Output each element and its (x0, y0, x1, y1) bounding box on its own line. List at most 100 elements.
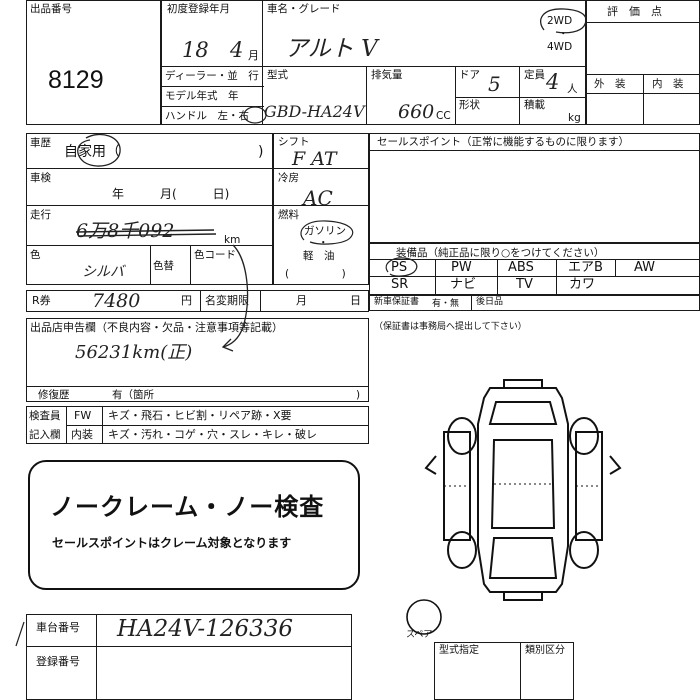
handle-right-circle (243, 106, 267, 124)
equipment-label: 装備品（純正品に限り○をつけてください） (396, 247, 605, 259)
capacity-unit: 人 (567, 83, 578, 95)
checker-fw-text: キズ・飛石・ヒビ割・リペア跡・X要 (108, 409, 292, 422)
first-registration-month-unit: 月 (248, 49, 259, 62)
equip-ps: PS (391, 260, 408, 275)
capacity-value: 4 (546, 70, 560, 94)
lot-number: 8129 (48, 66, 104, 94)
remarks-label: 出品店申告欄（不良内容・欠品・注意事項等記載） (30, 321, 283, 334)
equip-aw: AW (634, 260, 656, 275)
equip-leather: カワ (569, 277, 596, 292)
doors-label: ドア (459, 69, 480, 81)
color-repaint-label: 色替 (153, 260, 174, 272)
equip-pw: PW (451, 260, 472, 275)
color-value: シルバ (82, 264, 124, 280)
fuel-gasoline: ガソリン (304, 225, 346, 237)
displacement-label: 排気量 (371, 69, 403, 81)
no-claim-subtitle: セールスポイントはクレーム対象となります (52, 536, 292, 550)
recycle-box (26, 290, 369, 312)
history-box (26, 133, 273, 285)
checker-label-2: 記入欄 (29, 429, 61, 441)
shift-fuel-box (273, 133, 369, 285)
equip-sr: SR (391, 277, 409, 292)
mileage-label: 走行 (30, 209, 51, 221)
equip-airbag: エアB (568, 260, 603, 275)
warranty-label: 新車保証書 (374, 297, 420, 307)
name-change-deadline-label: 名変期限 (205, 294, 249, 307)
mileage-strike (75, 229, 217, 237)
history-label: 車歴 (30, 137, 51, 149)
spare-tire-icon (406, 599, 442, 635)
color-label: 色 (30, 249, 41, 261)
car-damage-diagram (424, 379, 622, 601)
first-registration-label: 初度登録年月 (167, 3, 230, 15)
remarks-arrow (221, 244, 249, 352)
checker-interior: 内装 (71, 428, 93, 441)
inspection-label: 車検 (30, 172, 51, 184)
no-claim-title: ノークレーム・ノー検査 (50, 493, 325, 521)
deadline-day: 日 (350, 294, 361, 307)
shape-label: 形状 (459, 99, 480, 111)
recycle-unit: 円 (181, 294, 192, 307)
lot-number-box (26, 0, 161, 125)
deadline-month: 月 (296, 294, 307, 307)
ps-circle (385, 257, 418, 277)
inspection-fields: 年 月( 日) (112, 187, 230, 201)
type-spec-label: 型式指定 (439, 645, 479, 656)
gasoline-circle (300, 220, 354, 245)
doors-value: 5 (488, 72, 501, 96)
mileage-unit: km (224, 234, 241, 246)
shift-value: F AT (292, 148, 337, 170)
ac-label: 冷房 (278, 172, 299, 184)
checker-label-1: 検査員 (29, 410, 61, 422)
dealer-label: ディーラー・並 行 (165, 70, 259, 82)
fuel-paren: ( ) (285, 268, 346, 280)
chassis-label: 車台番号 (36, 621, 80, 634)
checker-interior-text: キズ・汚れ・コゲ・穴・スレ・キレ・破レ (108, 428, 317, 441)
displacement-unit: CC (436, 110, 451, 122)
equip-navi: ナビ (450, 277, 477, 292)
first-registration-year: 18 (182, 38, 209, 62)
chassis-pen-mark (15, 621, 25, 647)
type-value: GBD-HA24V (264, 102, 365, 121)
equip-abs: ABS (508, 260, 534, 275)
exterior-label: 外 装 (594, 78, 626, 90)
remarks-value: 56231km(正) (75, 342, 193, 363)
drive-2wd-circle (540, 8, 587, 34)
history-close: ) (258, 144, 264, 160)
capacity-label: 定員 (524, 69, 545, 81)
selling-points-label: セールスポイント（正常に機能するものに限ります） (377, 136, 629, 148)
load-label: 積載 (524, 99, 545, 111)
recycle-label: R券 (32, 294, 51, 307)
warranty-note: （保証書は事務局へ提出して下さい） (374, 322, 527, 332)
interior-label: 内 装 (652, 78, 684, 90)
load-unit: kg (568, 112, 581, 124)
car-name: アルト V (285, 36, 378, 62)
drive-2wd: 2WD (547, 15, 573, 27)
private-use-circle (77, 133, 121, 167)
fuel-light-oil: 軽 油 (303, 250, 335, 262)
fuel-label: 燃料 (278, 209, 299, 221)
repair-history-close: ) (356, 389, 361, 401)
handle-label: ハンドル 左・右 (165, 110, 249, 122)
model-year-label: モデル年式 年 (165, 90, 239, 102)
class-label: 類別区分 (525, 645, 565, 656)
evaluation-label: 評 価 点 (607, 5, 662, 18)
first-registration-month: 4 (230, 38, 244, 62)
registration-label: 登録番号 (36, 655, 80, 668)
car-name-label: 車名・グレード (267, 3, 341, 15)
shift-label: シフト (278, 136, 310, 148)
color-code-label: 色コード (194, 249, 236, 261)
repair-history-value: 有（箇所 (112, 389, 154, 401)
no-claim-stamp (28, 460, 360, 590)
equip-tv: TV (516, 277, 533, 292)
displacement-value: 660 (398, 101, 435, 123)
repair-history-label: 修復歴 (38, 389, 70, 401)
warranty-later-label: 後日品 (476, 297, 504, 307)
chassis-value: HA24V-126336 (117, 616, 294, 642)
recycle-value: 7480 (92, 290, 141, 312)
remarks-box (26, 318, 369, 402)
spare-label: スペア (406, 630, 433, 640)
drive-4wd: 4WD (547, 41, 573, 53)
ac-value: AC (303, 186, 333, 210)
warranty-options: 有・無 (432, 299, 460, 309)
